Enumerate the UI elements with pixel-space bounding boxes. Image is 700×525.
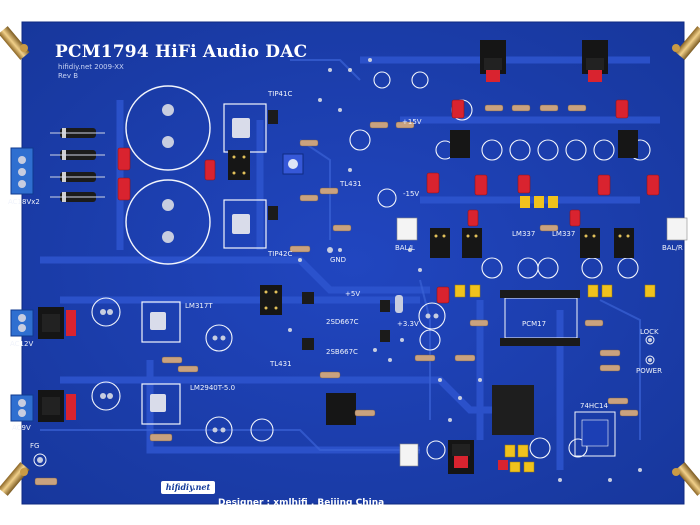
standoff-top-left [0, 26, 30, 60]
label-minus15v: -15V [403, 190, 420, 198]
label-lm2940: LM2940T-5.0 [190, 384, 236, 392]
bal-connectors [396, 217, 688, 467]
standoffs [0, 26, 700, 496]
filter-capacitors [125, 85, 211, 265]
label-lm337-a: LM337 [512, 230, 536, 238]
label-2sd667c: 2SD667C [326, 318, 359, 326]
standoff-top-right [672, 26, 700, 60]
label-ac12v: AC12V [10, 340, 34, 348]
transistors [268, 110, 390, 350]
label-tl431-b: TL431 [270, 360, 292, 368]
red-capacitors [117, 99, 660, 304]
vias [288, 58, 642, 482]
label-pcm17: PCM17 [522, 320, 547, 328]
yellow-capacitors [454, 284, 656, 473]
logo-text: hifidiy.net [165, 482, 211, 492]
dac-socket-pads [500, 290, 580, 346]
label-fg: FG [30, 442, 40, 450]
terminal-ac12v [10, 309, 34, 337]
label-2sb667c: 2SB667C [326, 348, 358, 356]
label-lm317t: LM317T [185, 302, 213, 310]
board-title: PCM1794 HiFi Audio DAC [55, 42, 308, 62]
label-plus15v: +15V [402, 118, 422, 126]
power-connectors [38, 40, 608, 474]
resistors [34, 104, 639, 486]
label-bal-l: BAL/L [395, 244, 415, 252]
board-subtitle-line1: hifidiy.net 2009-XX [58, 63, 124, 71]
label-74hc14: 74HC14 [580, 402, 608, 410]
label-ac9v: AC9V [12, 424, 31, 432]
hifidiy-logo: hifidiy.net [161, 481, 215, 494]
status-leds [645, 335, 655, 365]
label-gnd: GND [330, 256, 347, 264]
red-jumpers [66, 70, 602, 468]
label-power: POWER [636, 367, 662, 375]
ic-74hc14-outline [574, 411, 616, 457]
label-lm337-b: LM337 [552, 230, 576, 238]
label-lock: LOCK [640, 328, 659, 336]
rectifier-diodes [50, 128, 105, 202]
receiver-chip [492, 385, 534, 435]
label-tl431-a: TL431 [340, 180, 362, 188]
terminal-blocks [10, 147, 34, 422]
standoff-bottom-right [672, 462, 700, 496]
designer-credit: Designer : xmlhifi , Beijing China [218, 498, 385, 508]
label-plus5v: +5V [345, 290, 361, 298]
label-bal-r: BAL/R [662, 244, 683, 252]
standoff-bottom-left [0, 462, 30, 496]
label-tip42c: TIP42C [268, 250, 293, 258]
terminal-ac9v [10, 394, 34, 422]
label-tip41c: TIP41C [268, 90, 293, 98]
small-cap-pads [100, 309, 439, 433]
board-subtitle-line2: Rev B [58, 72, 79, 80]
crystal [395, 295, 403, 313]
label-ac18v: AC18Vx2 [8, 198, 40, 206]
label-plus33v: +3.3V [397, 320, 419, 328]
socket-pins [232, 155, 630, 310]
